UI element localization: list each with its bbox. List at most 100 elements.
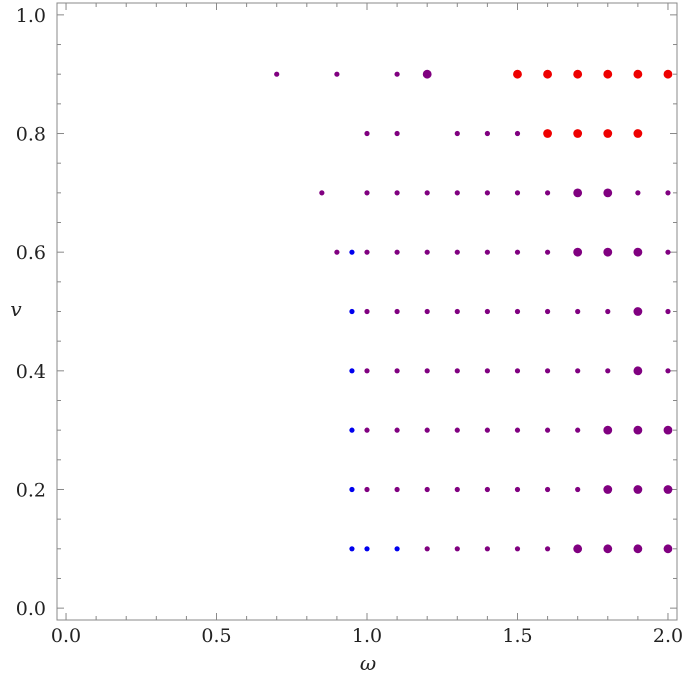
data-point	[484, 308, 490, 315]
data-point	[573, 247, 583, 257]
data-point	[665, 308, 671, 315]
y-axis-title: v	[10, 297, 22, 321]
data-point	[274, 71, 280, 77]
data-point	[484, 427, 490, 433]
x-tick-label: 2.0	[653, 625, 682, 647]
axis-ticks	[57, 3, 677, 620]
data-point	[514, 190, 521, 196]
data-point	[394, 486, 400, 493]
data-point	[514, 130, 521, 137]
data-point	[665, 190, 671, 196]
data-point	[424, 486, 430, 493]
data-point	[349, 249, 355, 255]
data-point	[543, 69, 552, 79]
data-point	[394, 368, 400, 374]
x-tick-label: 1.0	[352, 625, 382, 647]
data-point	[573, 69, 583, 79]
data-point	[349, 486, 355, 493]
data-point	[484, 249, 490, 255]
data-point	[544, 308, 551, 315]
data-point	[334, 71, 340, 77]
y-tick-label: 0.4	[16, 361, 46, 383]
data-point	[605, 368, 611, 374]
data-point	[424, 190, 430, 196]
data-point	[603, 485, 613, 494]
data-point	[665, 368, 671, 374]
data-point	[364, 546, 370, 552]
data-point	[364, 427, 370, 433]
x-tick-label: 1.5	[502, 625, 532, 647]
data-point	[424, 249, 430, 255]
data-point	[454, 130, 460, 137]
data-point	[544, 546, 551, 552]
x-tick-label: 0.5	[201, 625, 231, 647]
data-point	[544, 486, 551, 493]
x-tick-label: 0.0	[51, 625, 81, 647]
data-point	[424, 368, 430, 374]
data-point	[454, 308, 460, 315]
data-point	[394, 546, 400, 552]
data-point	[603, 544, 613, 554]
data-point	[603, 129, 613, 138]
y-tick-label: 0.2	[16, 479, 46, 501]
data-point	[663, 544, 673, 554]
data-point	[663, 485, 673, 494]
data-point	[349, 546, 355, 552]
data-point	[364, 190, 370, 196]
data-point	[575, 486, 581, 493]
data-point	[633, 247, 643, 257]
data-point	[544, 427, 551, 433]
data-point	[484, 486, 490, 493]
data-point	[544, 368, 551, 374]
data-points	[274, 69, 673, 554]
data-point	[514, 368, 521, 374]
data-point	[514, 308, 521, 315]
data-point	[364, 486, 370, 493]
data-point	[394, 130, 400, 137]
data-point	[663, 69, 673, 79]
data-point	[454, 249, 460, 255]
data-point	[364, 368, 370, 374]
data-point	[603, 425, 613, 435]
x-axis-title: ω	[360, 651, 376, 675]
data-point	[454, 368, 460, 374]
data-point	[575, 308, 581, 315]
data-point	[605, 308, 611, 315]
data-point	[633, 425, 643, 435]
data-point	[633, 544, 643, 554]
data-point	[394, 71, 400, 77]
data-point	[394, 427, 400, 433]
data-point	[633, 307, 643, 316]
data-point	[454, 190, 460, 196]
data-point	[543, 129, 552, 138]
data-point	[394, 190, 400, 196]
data-point	[454, 427, 460, 433]
data-point	[603, 188, 613, 198]
data-point	[484, 130, 490, 137]
data-point	[514, 486, 521, 493]
data-point	[573, 544, 583, 554]
data-point	[484, 190, 490, 196]
data-point	[514, 546, 521, 552]
data-point	[603, 69, 613, 79]
data-point	[633, 485, 643, 494]
data-point	[319, 190, 325, 196]
data-point	[544, 249, 551, 255]
data-point	[635, 190, 641, 196]
data-point	[633, 366, 643, 376]
data-point	[454, 486, 460, 493]
data-point	[349, 368, 355, 374]
data-point	[514, 249, 521, 255]
data-point	[349, 308, 355, 315]
data-point	[603, 247, 613, 257]
data-point	[484, 368, 490, 374]
data-point	[663, 425, 673, 435]
data-point	[424, 546, 430, 552]
data-point	[364, 249, 370, 255]
data-point	[573, 188, 583, 198]
data-point	[422, 69, 432, 79]
y-tick-label: 0.0	[16, 598, 46, 620]
y-tick-label: 1.0	[16, 5, 46, 27]
